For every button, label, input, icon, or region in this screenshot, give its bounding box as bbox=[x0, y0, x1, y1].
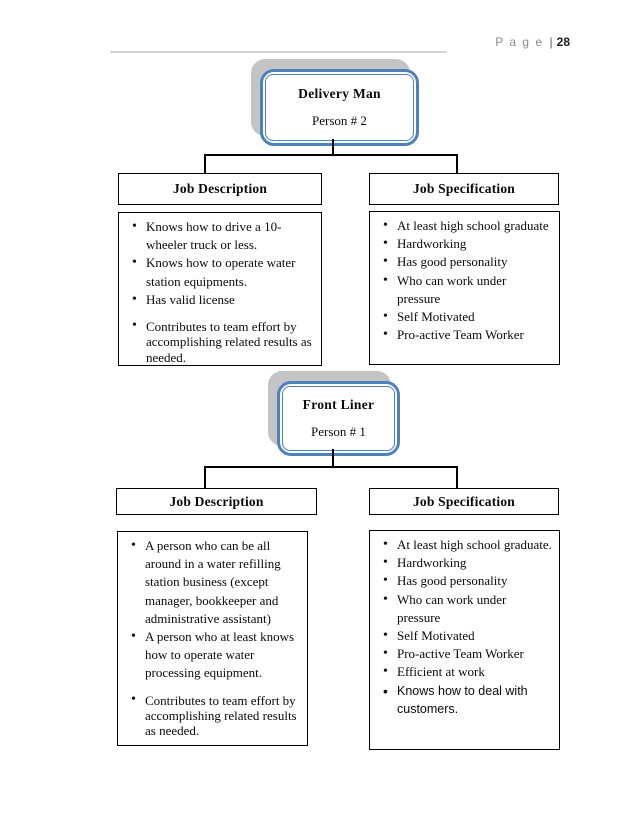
bullet-item: At least high school graduate bbox=[383, 216, 552, 236]
bullet-item: Has good personality bbox=[383, 252, 552, 272]
connector-hbar bbox=[204, 466, 458, 468]
page-number: 28 bbox=[556, 35, 570, 49]
delivery-man-node-inner: Delivery Man Person # 2 bbox=[265, 74, 414, 141]
bullet-item: Efficient at work bbox=[383, 662, 552, 682]
job-specification-header-label: Job Specification bbox=[412, 493, 516, 509]
job-specification-header-label: Job Specification bbox=[412, 181, 516, 196]
connector-hbar bbox=[204, 154, 458, 156]
bullet-item: Contributes to team effort by accomplish… bbox=[132, 318, 314, 365]
bullet-item: Who can work under pressure bbox=[383, 271, 552, 308]
node-subtitle: Person # 1 bbox=[311, 424, 366, 439]
job-description-list: Knows how to drive a 10-wheeler truck or… bbox=[119, 213, 321, 365]
connector-drop-left bbox=[204, 154, 206, 174]
connector-stem bbox=[332, 139, 334, 156]
bullet-item: Self Motivated bbox=[383, 307, 552, 327]
bullet-item: Hardworking bbox=[383, 553, 552, 573]
connector-stem bbox=[332, 449, 334, 467]
bullet-item: At least high school graduate. bbox=[383, 535, 552, 555]
job-specification-header-box: Job Specification bbox=[369, 488, 559, 515]
page-separator: | bbox=[549, 35, 553, 49]
job-description-header-box: Job Description bbox=[118, 173, 322, 205]
job-description-list-box: Knows how to drive a 10-wheeler truck or… bbox=[118, 212, 322, 366]
bullet-item: A person who can be all around in a wate… bbox=[131, 536, 300, 628]
bullet-item: Contributes to team effort by accomplish… bbox=[131, 692, 300, 739]
job-description-header-label: Job Description bbox=[172, 181, 268, 196]
bullet-item: Self Motivated bbox=[383, 626, 552, 646]
job-description-header-label: Job Description bbox=[169, 493, 264, 509]
front-liner-node: Front Liner Person # 1 bbox=[277, 381, 400, 456]
job-description-list-box: A person who can be all around in a wate… bbox=[117, 531, 308, 746]
connector-drop-left bbox=[204, 466, 206, 488]
bullet-item: Pro-active Team Worker bbox=[383, 325, 552, 345]
job-specification-list: At least high school graduate.Hardworkin… bbox=[370, 531, 559, 719]
job-specification-header-box: Job Specification bbox=[369, 173, 559, 205]
delivery-man-node: Delivery Man Person # 2 bbox=[260, 69, 419, 146]
connector-drop-right bbox=[456, 466, 458, 488]
job-description-header-box: Job Description bbox=[116, 488, 317, 515]
job-specification-list-box: At least high school graduateHardworking… bbox=[369, 211, 560, 365]
job-specification-list-box: At least high school graduate.Hardworkin… bbox=[369, 530, 560, 750]
bullet-item: Pro-active Team Worker bbox=[383, 644, 552, 664]
page-word: P a g e bbox=[495, 35, 544, 49]
job-description-list: A person who can be all around in a wate… bbox=[118, 532, 307, 738]
job-specification-list: At least high school graduateHardworking… bbox=[370, 212, 559, 345]
bullet-item: Hardworking bbox=[383, 234, 552, 254]
bullet-item: Knows how to operate water station equip… bbox=[132, 253, 314, 290]
bullet-item: Knows how to drive a 10-wheeler truck or… bbox=[132, 217, 314, 254]
bullet-item: Has good personality bbox=[383, 571, 552, 591]
bullet-item: Who can work under pressure bbox=[383, 590, 552, 627]
page-header: P a g e |28 bbox=[495, 35, 570, 49]
bullet-item: Knows how to deal with customers. bbox=[383, 681, 552, 720]
node-subtitle: Person # 2 bbox=[312, 113, 367, 128]
node-title: Delivery Man bbox=[298, 86, 381, 101]
front-liner-node-inner: Front Liner Person # 1 bbox=[282, 386, 395, 451]
bullet-item: Has valid license bbox=[132, 290, 314, 310]
connector-drop-right bbox=[456, 154, 458, 174]
header-rule bbox=[110, 51, 447, 53]
node-title: Front Liner bbox=[302, 397, 375, 412]
bullet-item: A person who at least knows how to opera… bbox=[131, 627, 300, 683]
